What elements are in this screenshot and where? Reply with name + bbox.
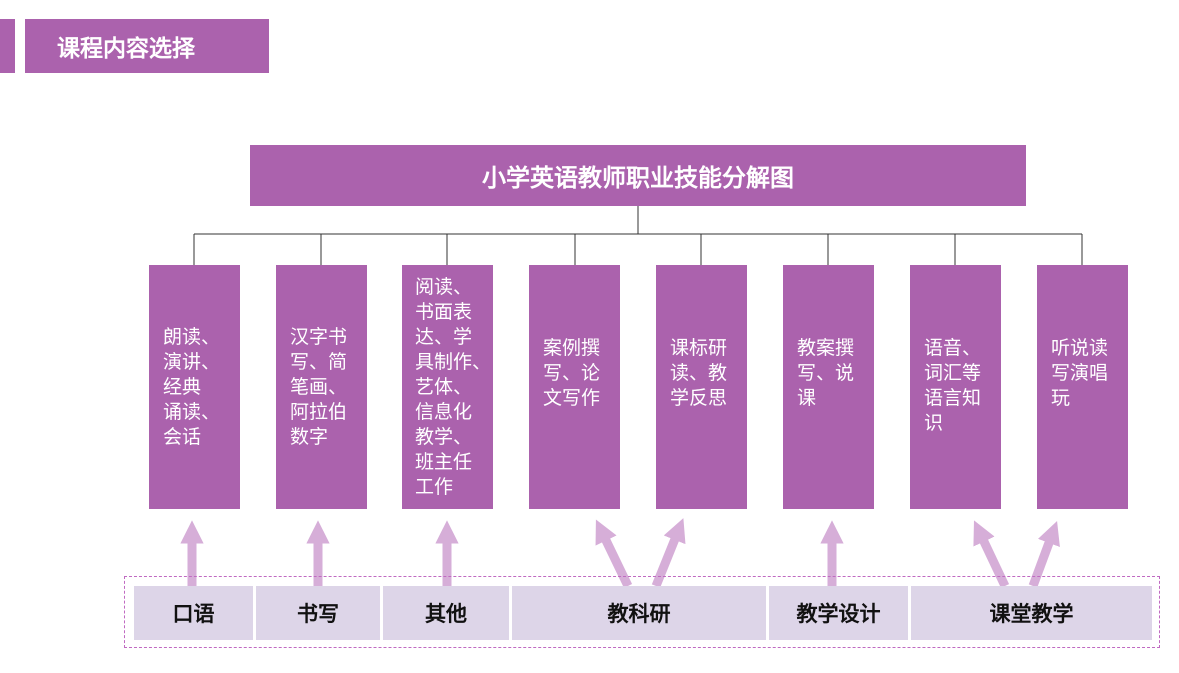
category-other: 其他 <box>383 586 509 640</box>
skill-text-curriculum-study: 课标研 读、教 学反思 <box>670 337 728 409</box>
header-accent-bar <box>0 19 15 73</box>
category-research: 教科研 <box>512 586 766 640</box>
skill-text-case-writing: 案例撰 写、论 文写作 <box>543 337 601 409</box>
tree-lines <box>193 206 1083 265</box>
skill-box-other: 阅读、 书面表 达、学 具制作、 艺体、 信息化 教学、 班主任 工作 <box>402 265 493 509</box>
skill-text-language-knowledge: 语音、 词汇等 语言知 识 <box>924 337 982 434</box>
skill-box-classroom-activities: 听说读 写演唱 玩 <box>1037 265 1128 509</box>
skill-text-oral: 朗读、 演讲、 经典 诵读、 会话 <box>163 325 221 448</box>
skill-text-writing: 汉字书 写、简 笔画、 阿拉伯 数字 <box>290 325 348 448</box>
skill-box-oral: 朗读、 演讲、 经典 诵读、 会话 <box>149 265 240 509</box>
skill-text-other: 阅读、 书面表 达、学 具制作、 艺体、 信息化 教学、 班主任 工作 <box>415 275 492 498</box>
arrow-classroom-right <box>1028 521 1060 588</box>
category-writing: 书写 <box>256 586 380 640</box>
skill-box-writing: 汉字书 写、简 笔画、 阿拉伯 数字 <box>276 265 367 509</box>
skill-box-lesson-plan: 教案撰 写、说 课 <box>783 265 874 509</box>
skill-box-case-writing: 案例撰 写、论 文写作 <box>529 265 620 509</box>
skill-box-language-knowledge: 语音、 词汇等 语言知 识 <box>910 265 1001 509</box>
skill-text-classroom-activities: 听说读 写演唱 玩 <box>1051 337 1109 409</box>
category-lesson-design: 教学设计 <box>769 586 908 640</box>
category-classroom-teaching: 课堂教学 <box>911 586 1152 640</box>
diagram-title: 小学英语教师职业技能分解图 <box>250 145 1026 206</box>
skill-text-lesson-plan: 教案撰 写、说 课 <box>797 337 855 409</box>
category-oral: 口语 <box>134 586 253 640</box>
category-frame <box>124 576 1160 648</box>
page-title: 课程内容选择 <box>25 19 269 73</box>
skill-box-curriculum-study: 课标研 读、教 学反思 <box>656 265 747 509</box>
